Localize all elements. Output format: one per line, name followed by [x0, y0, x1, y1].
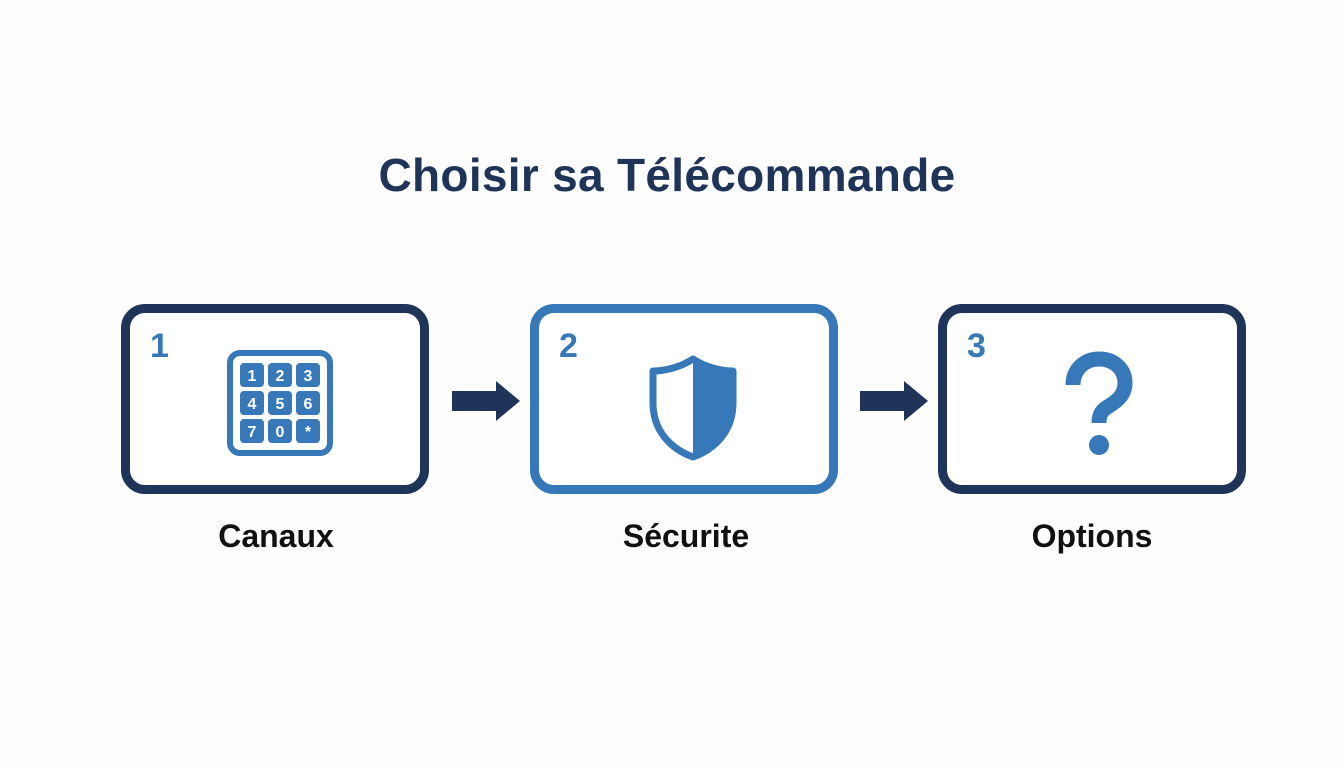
- step-box-canaux: 1 1 2 3 4 5 6 7 0 *: [121, 304, 429, 494]
- step-label-options: Options: [1031, 518, 1153, 554]
- step-label-securite: Sécurite: [622, 518, 750, 554]
- diagram-title: Choisir sa Télécommande: [378, 149, 956, 201]
- keypad-frame: [227, 350, 333, 456]
- keypad-key: [296, 391, 320, 415]
- arrow-right-icon: [452, 381, 520, 421]
- step-number: 3: [967, 327, 986, 365]
- keypad-key-label: 3: [304, 368, 313, 385]
- keypad-key: [296, 363, 320, 387]
- keypad-key: [296, 419, 320, 443]
- step-box-options: 3: [938, 304, 1246, 494]
- keypad-key-label: 6: [304, 396, 313, 413]
- keypad-key: [240, 391, 264, 415]
- keypad-key-label: 4: [248, 396, 257, 413]
- keypad-key-label: *: [305, 424, 312, 441]
- keypad-key: [240, 419, 264, 443]
- keypad-key-label: 1: [248, 368, 257, 385]
- step-number: 2: [559, 327, 578, 365]
- keypad-key: [268, 391, 292, 415]
- step-box-securite: 2: [530, 304, 838, 494]
- keypad-key-label: 2: [276, 368, 285, 385]
- keypad-key: [240, 363, 264, 387]
- shield-icon: [649, 355, 737, 461]
- keypad-key: [268, 363, 292, 387]
- question-mark-icon: [1065, 351, 1133, 455]
- keypad-key-label: 0: [276, 424, 285, 441]
- keypad-key-label: 7: [248, 424, 257, 441]
- step-label-canaux: Canaux: [218, 518, 334, 554]
- keypad-key-label: 5: [276, 396, 285, 413]
- step-number: 1: [150, 327, 169, 365]
- keypad-key: [268, 419, 292, 443]
- keypad-icon: 1 2 3 4 5 6 7 0 *: [227, 350, 333, 456]
- arrow-right-icon: [860, 381, 928, 421]
